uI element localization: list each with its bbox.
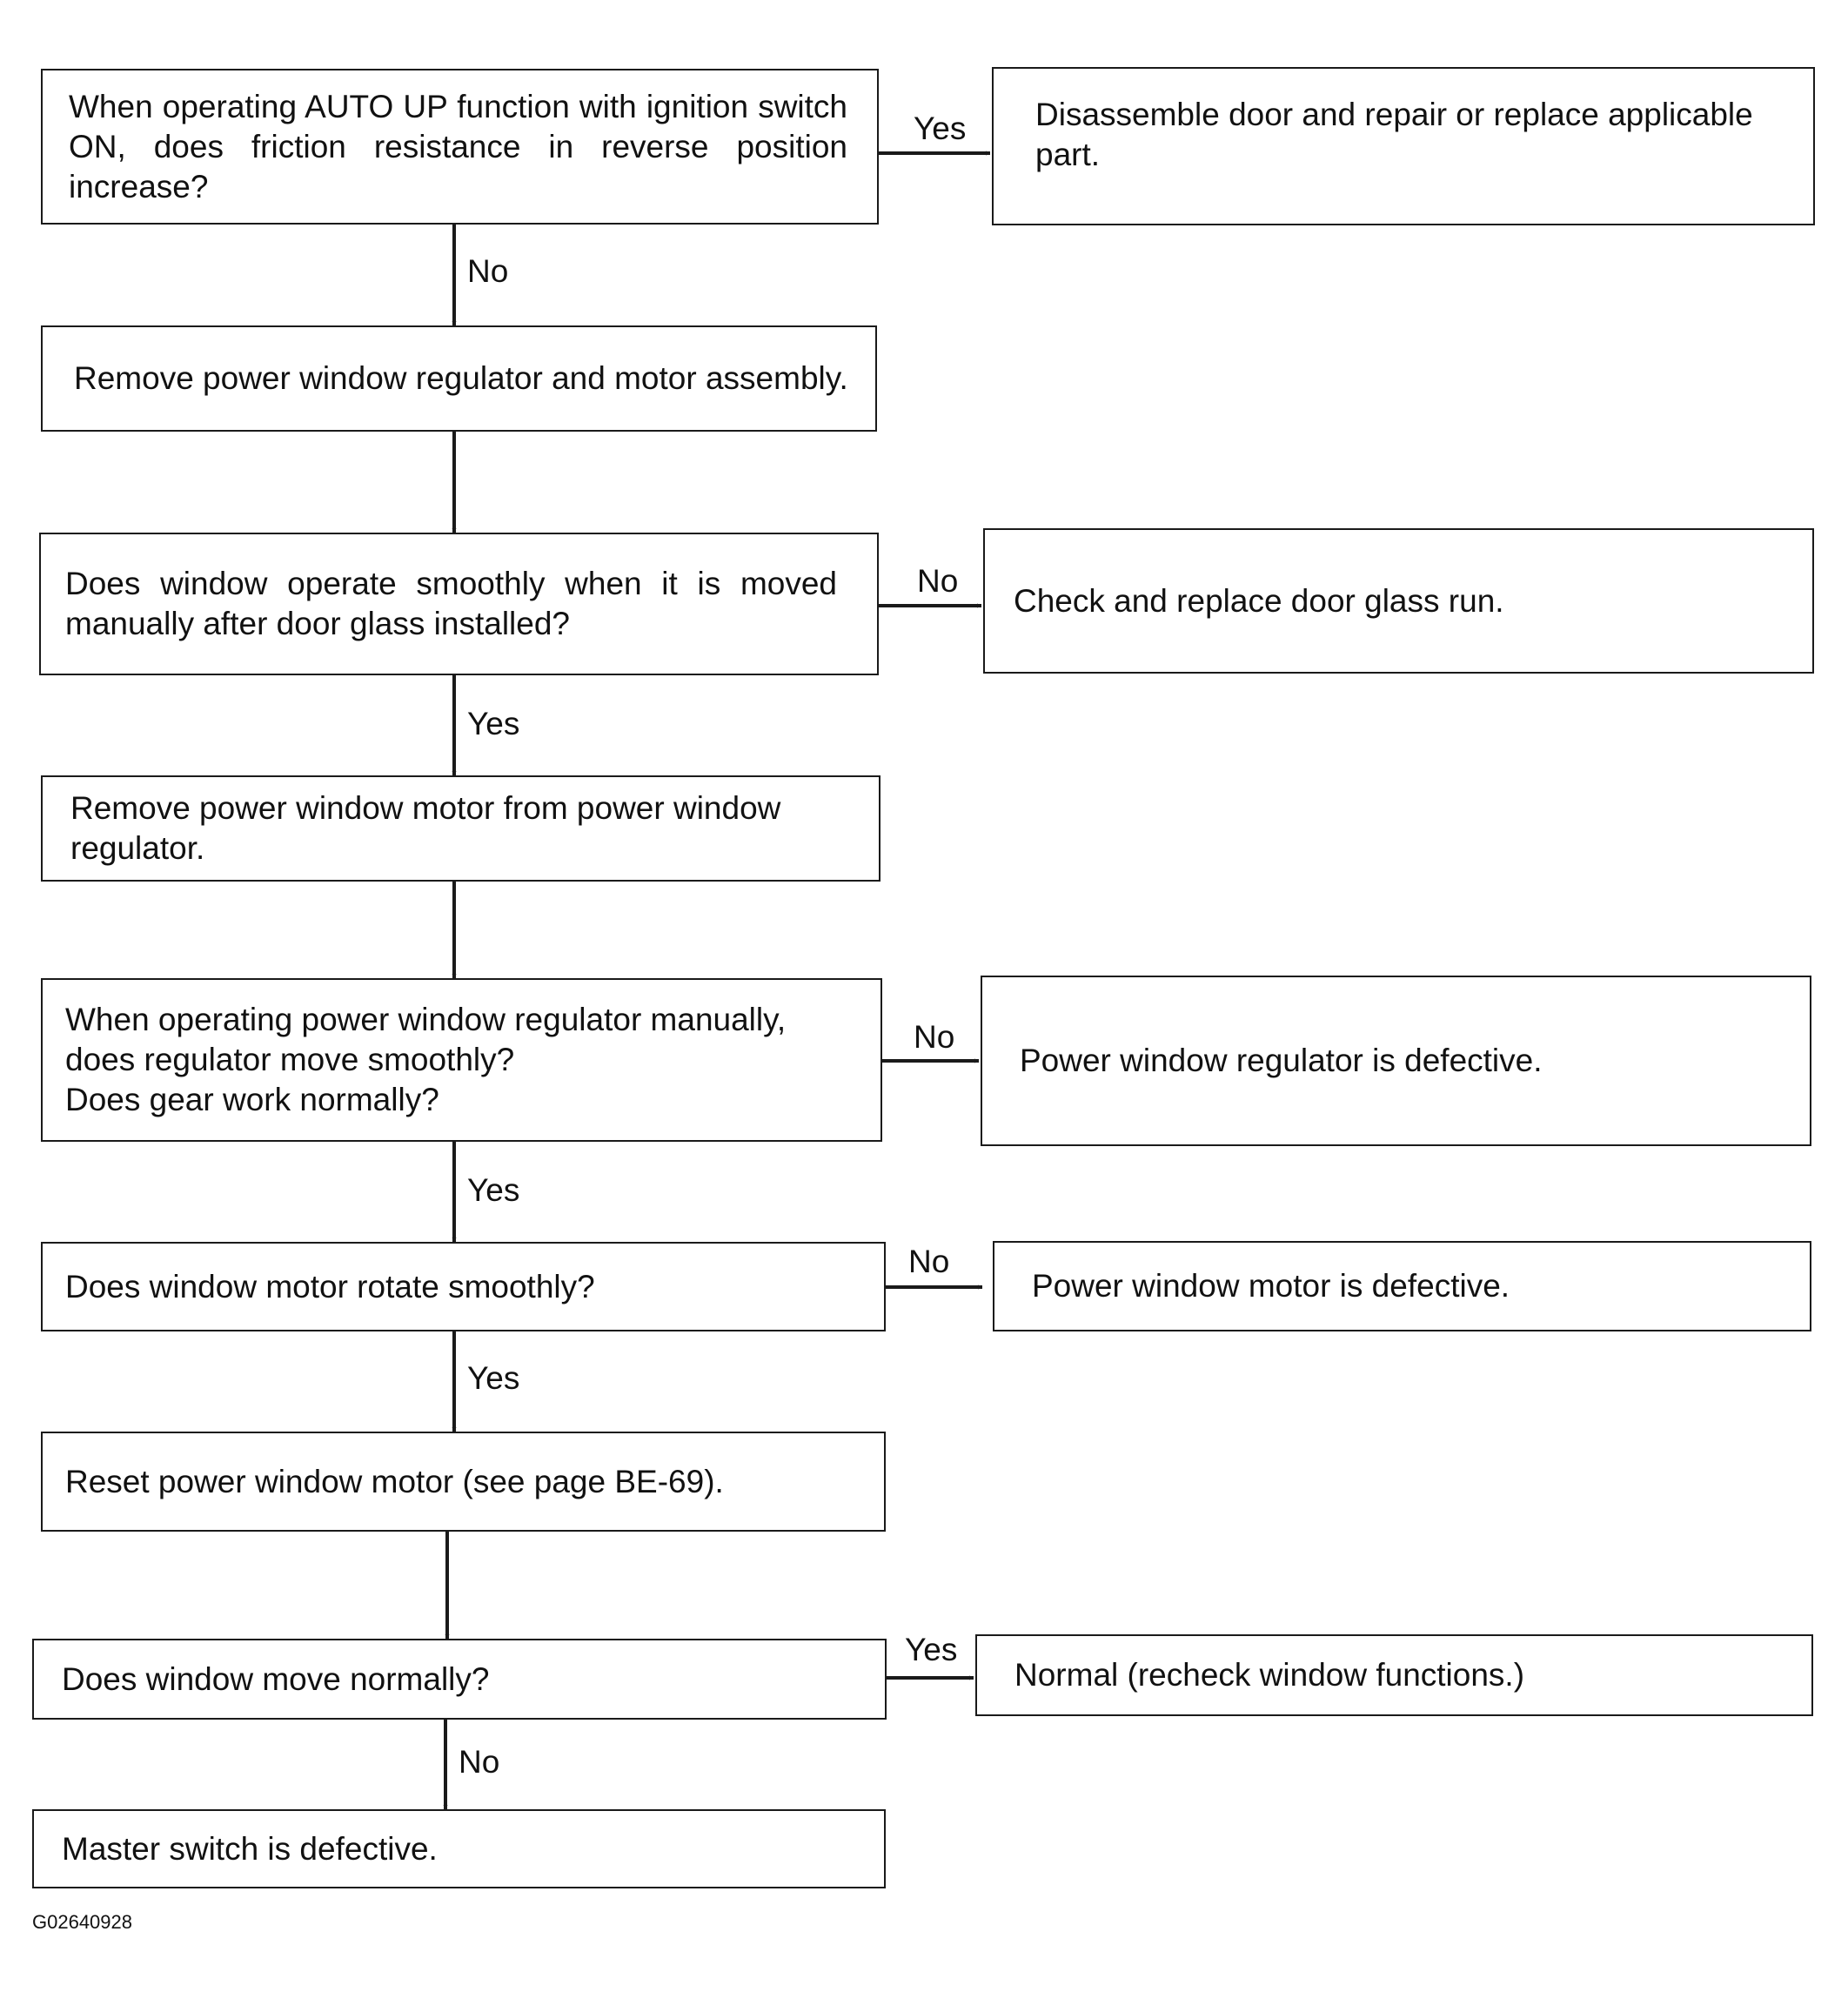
decision-text: Does window move normally? (62, 1660, 490, 1697)
action-box-remove-motor-from-regulator: Remove power window motor from power win… (41, 775, 880, 882)
action-text: Remove power window regulator and motor … (74, 360, 848, 396)
branch-label-yes: Yes (467, 1360, 520, 1396)
decision-text: Does window motor rotate smoothly? (65, 1268, 595, 1305)
decision-box-motor-rotate: Does window motor rotate smoothly? (41, 1242, 886, 1331)
result-text: Normal (recheck window functions.) (1014, 1657, 1525, 1693)
branch-label-no: No (467, 253, 509, 289)
action-box-remove-regulator-motor: Remove power window regulator and motor … (41, 325, 877, 432)
result-box-motor-defective: Power window motor is defective. (993, 1241, 1811, 1331)
decision-box-window-moves-normally: Does window move normally? (32, 1639, 887, 1720)
branch-label-no: No (908, 1244, 950, 1279)
decision-text: Does window operate smoothly when it is … (65, 566, 837, 641)
branch-label-no: No (917, 563, 959, 599)
branch-label-yes: Yes (467, 706, 520, 741)
decision-box-regulator-gear: When operating power window regulator ma… (41, 978, 882, 1142)
result-text: Power window motor is defective. (1032, 1268, 1510, 1304)
decision-text: When operating AUTO UP function with ign… (69, 88, 847, 205)
figure-id: G02640928 (32, 1911, 132, 1933)
branch-label-yes: Yes (905, 1632, 958, 1667)
result-box-normal: Normal (recheck window functions.) (975, 1634, 1813, 1716)
decision-text: When operating power window regulator ma… (65, 1002, 787, 1117)
branch-label-no: No (459, 1744, 500, 1780)
branch-label-no: No (914, 1019, 955, 1055)
result-box-regulator-defective: Power window regulator is defective. (981, 976, 1811, 1146)
action-text: Remove power window motor from power win… (70, 790, 781, 866)
result-text: Check and replace door glass run. (1014, 582, 1504, 619)
branch-label-yes: Yes (467, 1172, 520, 1208)
decision-box-auto-up-friction: When operating AUTO UP function with ign… (41, 69, 879, 225)
branch-label-yes: Yes (914, 111, 967, 146)
end-box-master-switch-defective: Master switch is defective. (32, 1809, 886, 1888)
result-box-disassemble-door: Disassemble door and repair or replace a… (992, 67, 1815, 225)
result-text: Disassemble door and repair or replace a… (1035, 97, 1753, 172)
decision-box-window-smooth-manually: Does window operate smoothly when it is … (39, 533, 879, 675)
action-box-reset-motor: Reset power window motor (see page BE-69… (41, 1432, 886, 1532)
result-box-check-glass-run: Check and replace door glass run. (983, 528, 1814, 674)
result-text: Power window regulator is defective. (1020, 1043, 1543, 1078)
end-text: Master switch is defective. (62, 1830, 438, 1867)
action-text: Reset power window motor (see page BE-69… (65, 1463, 724, 1499)
